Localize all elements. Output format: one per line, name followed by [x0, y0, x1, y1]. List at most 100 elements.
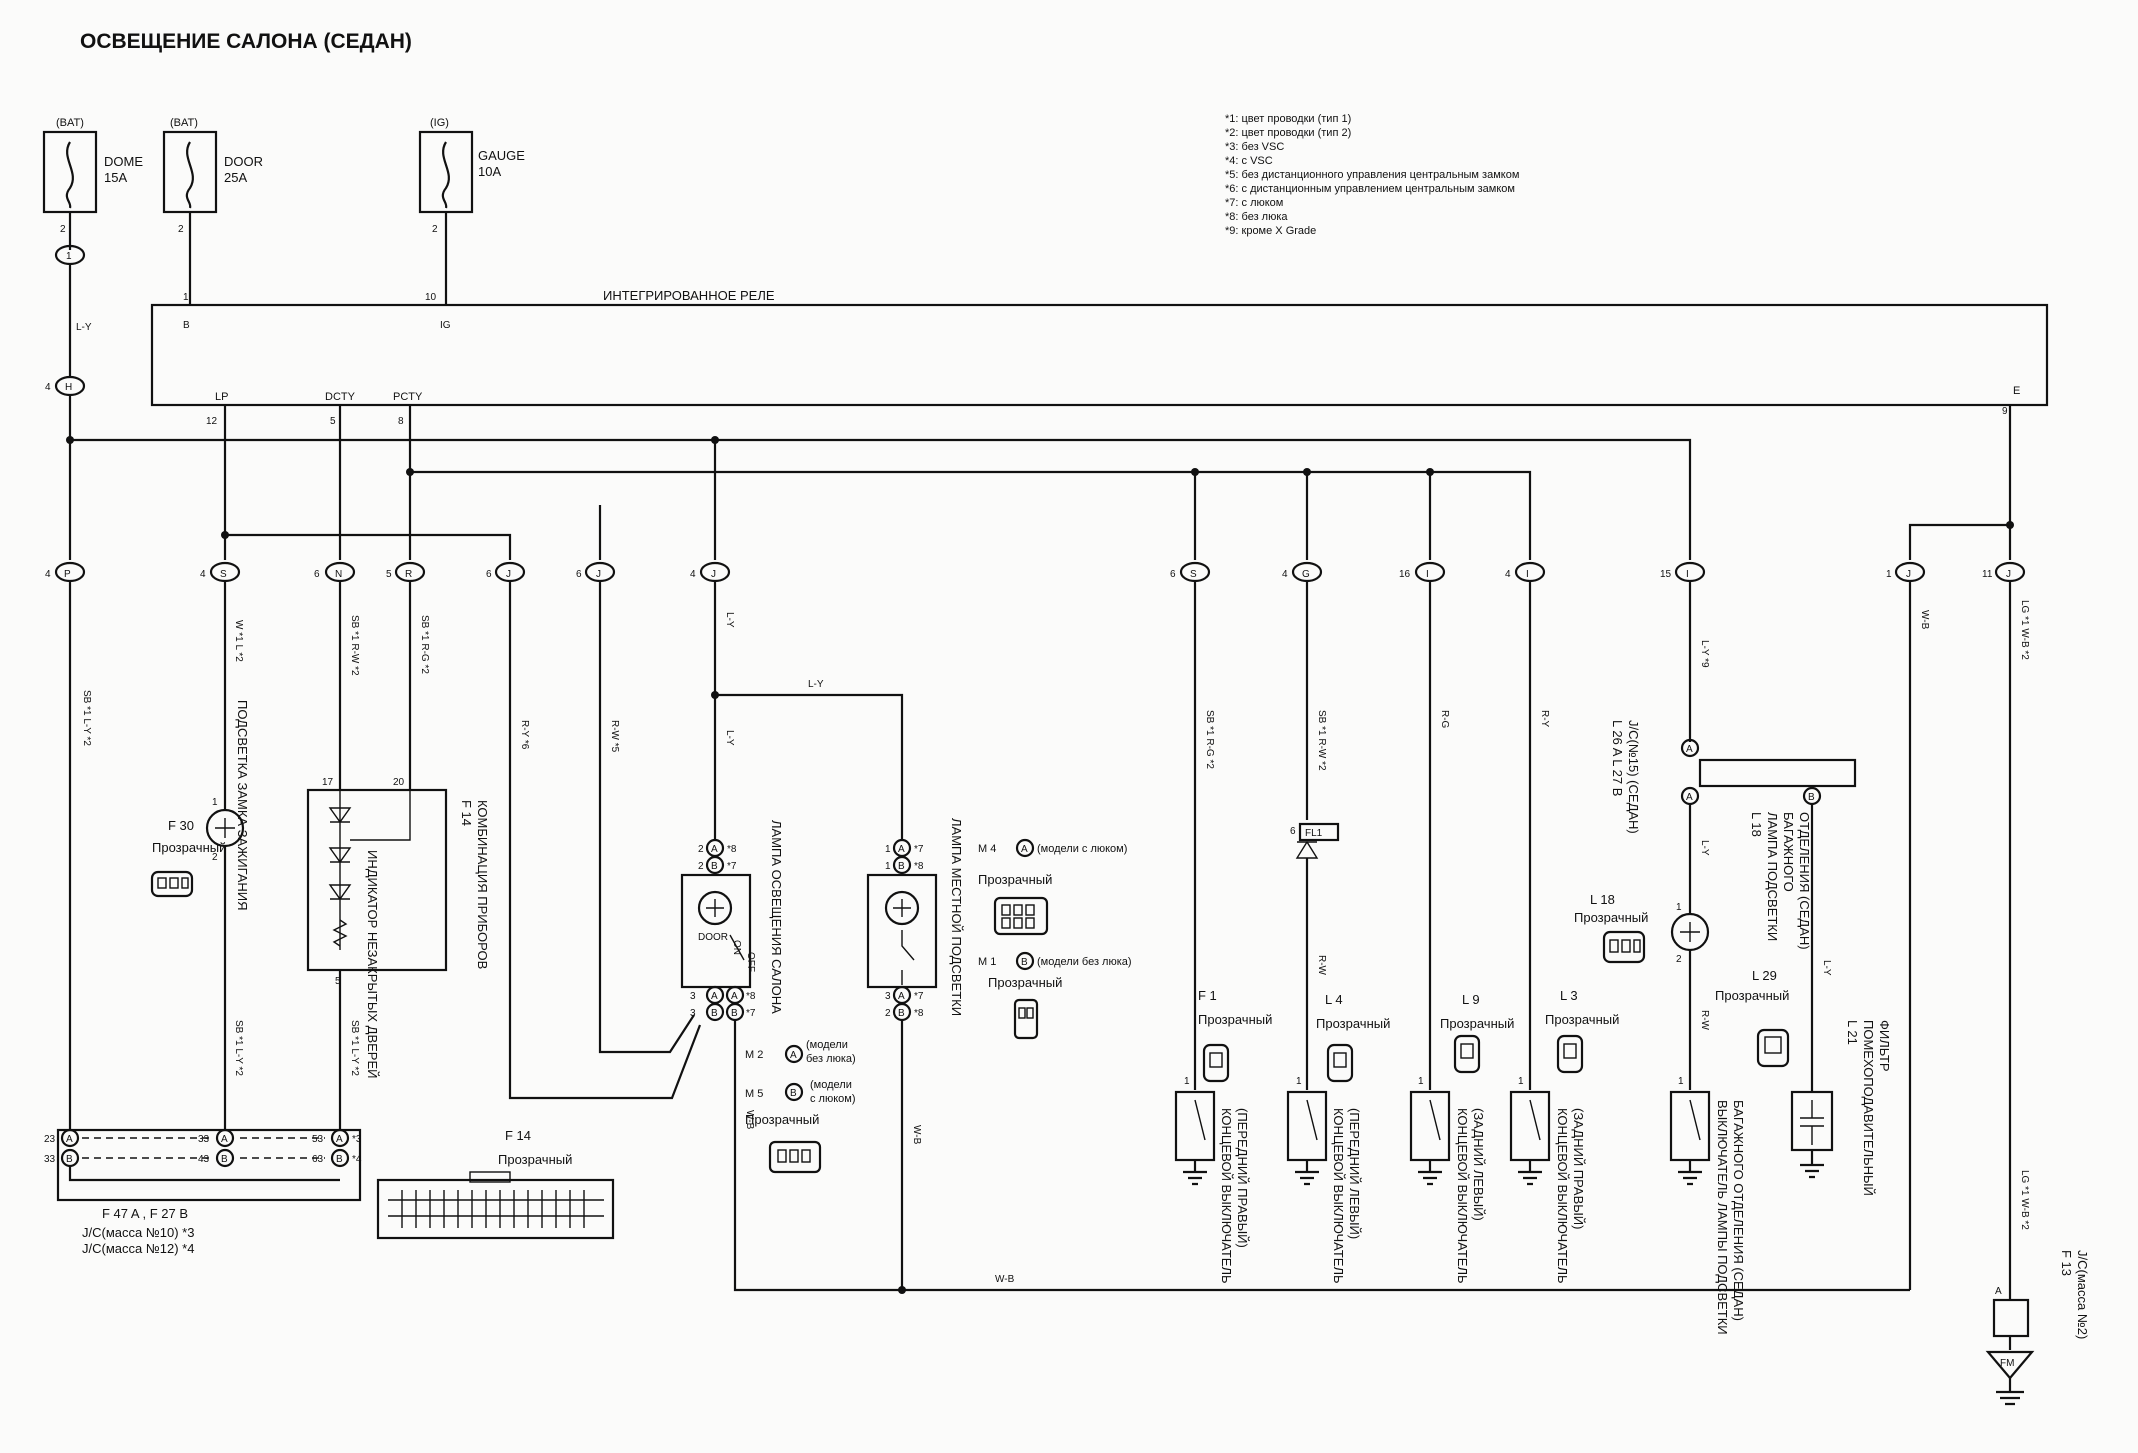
svg-text:*7: *7 — [914, 844, 924, 855]
svg-text:L-Y: L-Y — [1821, 960, 1832, 976]
svg-text:L-Y: L-Y — [724, 612, 735, 628]
door-switch-rear-right: L 3 Прозрачный 1 КОНЦЕВОЙ ВЫКЛЮЧАТЕЛЬ (З… — [1509, 988, 1619, 1284]
svg-text:A: A — [898, 844, 905, 855]
svg-text:J/C(масса №10) *3: J/C(масса №10) *3 — [82, 1225, 194, 1240]
svg-text:F 30: F 30 — [168, 818, 194, 833]
svg-text:R-Y: R-Y — [1539, 710, 1550, 728]
svg-text:(ЗАДНИЙ ЛЕВЫЙ): (ЗАДНИЙ ЛЕВЫЙ) — [1471, 1108, 1486, 1221]
svg-text:S: S — [1190, 569, 1197, 580]
svg-text:GAUGE: GAUGE — [478, 148, 525, 163]
note-5: *5: без дистанционного управления центра… — [1225, 169, 1519, 181]
svg-text:M 1: M 1 — [978, 956, 996, 968]
svg-text:L 26 A L 27 B: L 26 A L 27 B — [1610, 720, 1625, 796]
svg-text:A: A — [711, 991, 718, 1002]
svg-text:DOME: DOME — [104, 154, 143, 169]
svg-text:SB *1 R-G *2: SB *1 R-G *2 — [1204, 710, 1215, 769]
svg-text:БАГАЖНОГО ОТДЕЛЕНИЯ (СЕДАН): БАГАЖНОГО ОТДЕЛЕНИЯ (СЕДАН) — [1731, 1100, 1746, 1321]
svg-text:(модели без люка): (модели без люка) — [1037, 956, 1132, 968]
svg-text:J: J — [711, 569, 716, 580]
svg-text:A: A — [731, 991, 738, 1002]
fuse-dome: (BAT) DOME 15A 2 — [42, 117, 143, 235]
svg-text:17: 17 — [322, 777, 334, 788]
svg-text:*8: *8 — [914, 861, 924, 872]
svg-text:БАГАЖНОГО: БАГАЖНОГО — [1781, 812, 1796, 892]
svg-text:L 21: L 21 — [1845, 1020, 1860, 1045]
svg-text:M 5: M 5 — [745, 1088, 763, 1100]
svg-text:A: A — [221, 1134, 228, 1145]
svg-text:B: B — [221, 1154, 228, 1165]
svg-text:J/C(№15) (СЕДАН): J/C(№15) (СЕДАН) — [1626, 720, 1641, 834]
svg-text:*8: *8 — [727, 844, 737, 855]
svg-text:3: 3 — [690, 1008, 696, 1019]
svg-text:10A: 10A — [478, 164, 501, 179]
svg-text:W-B: W-B — [1919, 610, 1930, 630]
svg-text:B: B — [1021, 957, 1028, 968]
svg-text:1: 1 — [66, 251, 72, 262]
svg-text:20: 20 — [393, 777, 405, 788]
svg-text:L 18: L 18 — [1749, 812, 1764, 837]
svg-text:15A: 15A — [104, 170, 127, 185]
svg-text:L 4: L 4 — [1325, 992, 1343, 1007]
svg-text:6: 6 — [314, 569, 320, 580]
svg-text:ON: ON — [731, 940, 742, 955]
svg-text:PCTY: PCTY — [393, 391, 423, 403]
svg-text:A: A — [1021, 844, 1028, 855]
svg-text:Прозрачный: Прозрачный — [978, 872, 1052, 887]
svg-text:W-B: W-B — [911, 1125, 922, 1145]
svg-text:15: 15 — [1660, 569, 1672, 580]
svg-text:ЛАМПА ПОДСВЕТКИ: ЛАМПА ПОДСВЕТКИ — [1765, 812, 1780, 941]
note-2: *2: цвет проводки (тип 2) — [1225, 127, 1351, 139]
svg-text:1: 1 — [1296, 1076, 1302, 1087]
svg-text:B: B — [790, 1088, 797, 1099]
svg-text:10: 10 — [425, 292, 437, 303]
svg-text:*8: *8 — [914, 1008, 924, 1019]
svg-text:1: 1 — [1886, 569, 1892, 580]
svg-text:R-G: R-G — [1439, 710, 1450, 729]
svg-text:5: 5 — [335, 976, 341, 987]
svg-text:1: 1 — [1676, 902, 1682, 913]
svg-text:КОНЦЕВОЙ ВЫКЛЮЧАТЕЛЬ: КОНЦЕВОЙ ВЫКЛЮЧАТЕЛЬ — [1219, 1108, 1234, 1284]
svg-text:(модели с люком): (модели с люком) — [1037, 843, 1127, 855]
note-1: *1: цвет проводки (тип 1) — [1225, 113, 1351, 125]
door-switch-rear-left: L 9 Прозрачный 1 КОНЦЕВОЙ ВЫКЛЮЧАТЕЛЬ (З… — [1409, 992, 1514, 1284]
svg-text:B: B — [183, 320, 190, 331]
diagram-title: ОСВЕЩЕНИЕ САЛОНА (СЕДАН) — [80, 30, 412, 53]
room-lamp-connector-info: M 2 A (модели без люка) M 5 B (модели с … — [745, 1039, 856, 1174]
svg-text:F 47 A , F 27 B: F 47 A , F 27 B — [102, 1206, 188, 1221]
svg-text:L-Y *9: L-Y *9 — [1699, 640, 1710, 668]
svg-text:2: 2 — [1676, 954, 1682, 965]
svg-text:A: A — [790, 1050, 797, 1061]
svg-text:J/C(масса №2): J/C(масса №2) — [2075, 1250, 2090, 1339]
svg-text:ИНТЕГРИРОВАННОЕ РЕЛЕ: ИНТЕГРИРОВАННОЕ РЕЛЕ — [603, 288, 775, 303]
svg-text:I: I — [1686, 569, 1689, 580]
svg-text:SB *1 L-Y *2: SB *1 L-Y *2 — [233, 1020, 244, 1076]
svg-text:A: A — [66, 1134, 73, 1145]
svg-text:2: 2 — [212, 852, 218, 863]
svg-text:КОНЦЕВОЙ ВЫКЛЮЧАТЕЛЬ: КОНЦЕВОЙ ВЫКЛЮЧАТЕЛЬ — [1455, 1108, 1470, 1284]
svg-text:*7: *7 — [914, 991, 924, 1002]
svg-text:A: A — [336, 1134, 343, 1145]
svg-text:1: 1 — [1184, 1076, 1190, 1087]
svg-text:4: 4 — [690, 569, 696, 580]
svg-text:1: 1 — [1518, 1076, 1524, 1087]
svg-text:КОМБИНАЦИЯ ПРИБОРОВ: КОМБИНАЦИЯ ПРИБОРОВ — [475, 800, 490, 969]
svg-text:Прозрачный: Прозрачный — [152, 840, 226, 855]
svg-text:*7: *7 — [727, 861, 737, 872]
svg-text:ПОДСВЕТКА ЗАМКА ЗАЖИГАНИЯ: ПОДСВЕТКА ЗАМКА ЗАЖИГАНИЯ — [235, 700, 250, 911]
svg-text:B: B — [898, 1008, 905, 1019]
svg-text:M 4: M 4 — [978, 843, 996, 855]
svg-text:(модели: (модели — [810, 1079, 852, 1091]
svg-text:ВЫКЛЮЧАТЕЛЬ ЛАМПЫ ПОДСВЕТКИ: ВЫКЛЮЧАТЕЛЬ ЛАМПЫ ПОДСВЕТКИ — [1715, 1100, 1730, 1335]
svg-text:*8: *8 — [746, 991, 756, 1002]
svg-text:(ЗАДНИЙ ПРАВЫЙ): (ЗАДНИЙ ПРАВЫЙ) — [1571, 1108, 1586, 1229]
noise-filter: L 21 ПОМЕХОПОДАВИТЕЛЬНЫЙ ФИЛЬТР — [1790, 1020, 1892, 1196]
svg-text:G: G — [1302, 569, 1310, 580]
svg-text:*4: *4 — [352, 1154, 362, 1165]
svg-text:S: S — [220, 569, 227, 580]
svg-text:33: 33 — [198, 1134, 210, 1145]
svg-text:6: 6 — [576, 569, 582, 580]
svg-text:1: 1 — [183, 292, 189, 303]
diode-fl1: 6 FL1 — [1290, 822, 1340, 859]
svg-text:Прозрачный: Прозрачный — [1198, 1012, 1272, 1027]
